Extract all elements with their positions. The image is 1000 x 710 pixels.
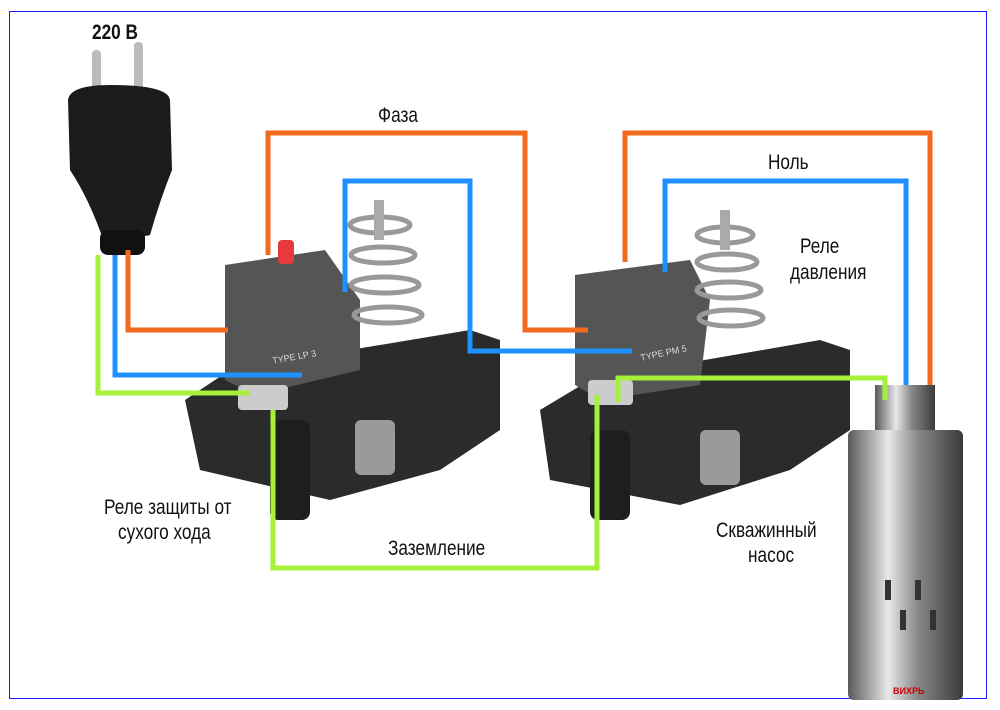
- pump-label-1: Скважинный: [716, 519, 817, 542]
- ground-wire: [95, 255, 250, 396]
- pressure-relay-label-2: давления: [790, 261, 867, 284]
- ground-wire: [270, 395, 600, 571]
- dry-run-relay-label-1: Реле защиты от: [104, 496, 232, 519]
- plug-icon: [68, 42, 172, 255]
- pressure-relay-label-1: Реле: [800, 235, 840, 258]
- pump-brand: ВИХРЬ: [893, 686, 925, 696]
- neutral-wire: [342, 178, 632, 354]
- phase-wire: [622, 130, 933, 385]
- ground-wire: [615, 375, 888, 402]
- phase-wire: [265, 130, 588, 333]
- pressure-relay-device: [540, 210, 850, 520]
- pump-label-2: насос: [748, 544, 795, 567]
- ground-label: Заземление: [388, 537, 486, 560]
- phase-wire: [125, 250, 228, 333]
- voltage-label: 220 В: [92, 21, 138, 44]
- phase-label: Фаза: [378, 104, 418, 127]
- diagram-frame: [9, 11, 987, 699]
- neutral-wire: [662, 178, 909, 385]
- dry-run-relay-label-2: сухого хода: [118, 521, 211, 544]
- pump-device: [848, 385, 963, 700]
- neutral-wire: [112, 255, 302, 378]
- neutral-label: Ноль: [768, 151, 809, 174]
